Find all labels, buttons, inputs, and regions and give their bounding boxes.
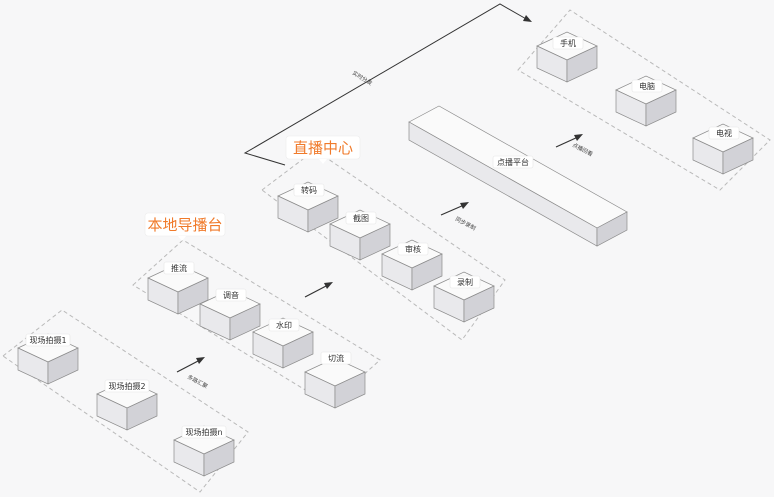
node-label: 推流 <box>171 263 187 273</box>
node-push: 推流 <box>147 261 209 315</box>
svg-text:直播中心: 直播中心 <box>293 139 353 157</box>
node-label: 截图 <box>353 213 369 223</box>
node-tv: 电视 <box>692 123 754 175</box>
flow-arrow-sync <box>440 204 465 216</box>
node-tune: 调音 <box>199 288 261 341</box>
node-watermark: 水印 <box>252 317 314 369</box>
group-outline-live-center <box>261 149 506 341</box>
node-label: 手机 <box>560 38 576 48</box>
node-tag <box>181 425 227 439</box>
node-label: 现场拍摄1 <box>29 335 66 345</box>
node-tag <box>449 275 481 289</box>
node-tag <box>163 261 195 275</box>
node-label: 水印 <box>276 320 292 330</box>
node-label: 审核 <box>405 244 421 254</box>
node-tag <box>345 211 377 225</box>
node-camn: 现场拍摄n <box>173 425 235 477</box>
node-label: 现场拍摄n <box>185 427 222 437</box>
node-label: 电脑 <box>639 81 655 91</box>
flow-arrowhead-to-live-center <box>324 282 333 289</box>
node-cam2: 现场拍摄2 <box>96 379 158 431</box>
node-label: 现场拍摄2 <box>108 381 145 391</box>
node-pc: 电脑 <box>615 75 677 127</box>
node-cam1: 现场拍摄1 <box>17 333 79 385</box>
vod-platform-bar: 点播平台 <box>408 105 628 247</box>
live-distribution-line <box>243 3 529 166</box>
node-tag <box>215 288 247 302</box>
node-tag <box>708 126 740 140</box>
flow-caption-vod-out: 点播回看 <box>571 141 595 159</box>
node-review: 审核 <box>381 239 443 291</box>
live-distribution-arrowhead <box>523 15 532 22</box>
node-screenshot: 截图 <box>329 209 391 261</box>
node-label: 转码 <box>301 185 317 195</box>
node-tag <box>293 183 325 197</box>
flow-caption-upload: 多路汇聚 <box>186 373 210 391</box>
flow-arrow-upload <box>176 359 201 373</box>
node-label: 录制 <box>457 277 473 287</box>
node-tag <box>104 379 150 393</box>
title-local-director: 本地导播台 <box>144 212 226 241</box>
group-outline-terminals <box>517 9 771 191</box>
flow-arrow-to-live-center <box>304 284 329 298</box>
svg-text:本地导播台: 本地导播台 <box>147 216 222 234</box>
flow-arrowhead-sync <box>460 202 469 209</box>
node-label: 切流 <box>328 353 344 363</box>
node-label: 调音 <box>223 290 239 300</box>
flow-arrow-vod-out <box>555 136 579 148</box>
node-label: 点播平台 <box>497 157 529 167</box>
node-label: 电视 <box>716 128 732 138</box>
node-tag <box>25 333 71 347</box>
node-cut: 切流 <box>304 351 366 409</box>
node-tag <box>397 242 429 256</box>
node-tag <box>492 155 534 169</box>
flow-arrowhead-vod-out <box>574 134 583 141</box>
node-record: 录制 <box>433 271 495 323</box>
flow-caption-sync: 同步录制 <box>454 215 478 233</box>
node-tag <box>320 351 352 365</box>
node-tag <box>552 36 584 50</box>
title-live-center: 直播中心 <box>285 135 361 164</box>
node-phone: 手机 <box>536 31 598 83</box>
node-tag <box>268 318 300 332</box>
group-outline-capture <box>2 309 249 493</box>
node-tag <box>631 79 663 93</box>
node-transcode: 转码 <box>277 181 339 233</box>
group-outline-local-director <box>132 239 381 406</box>
flow-arrowhead-upload <box>196 357 205 364</box>
